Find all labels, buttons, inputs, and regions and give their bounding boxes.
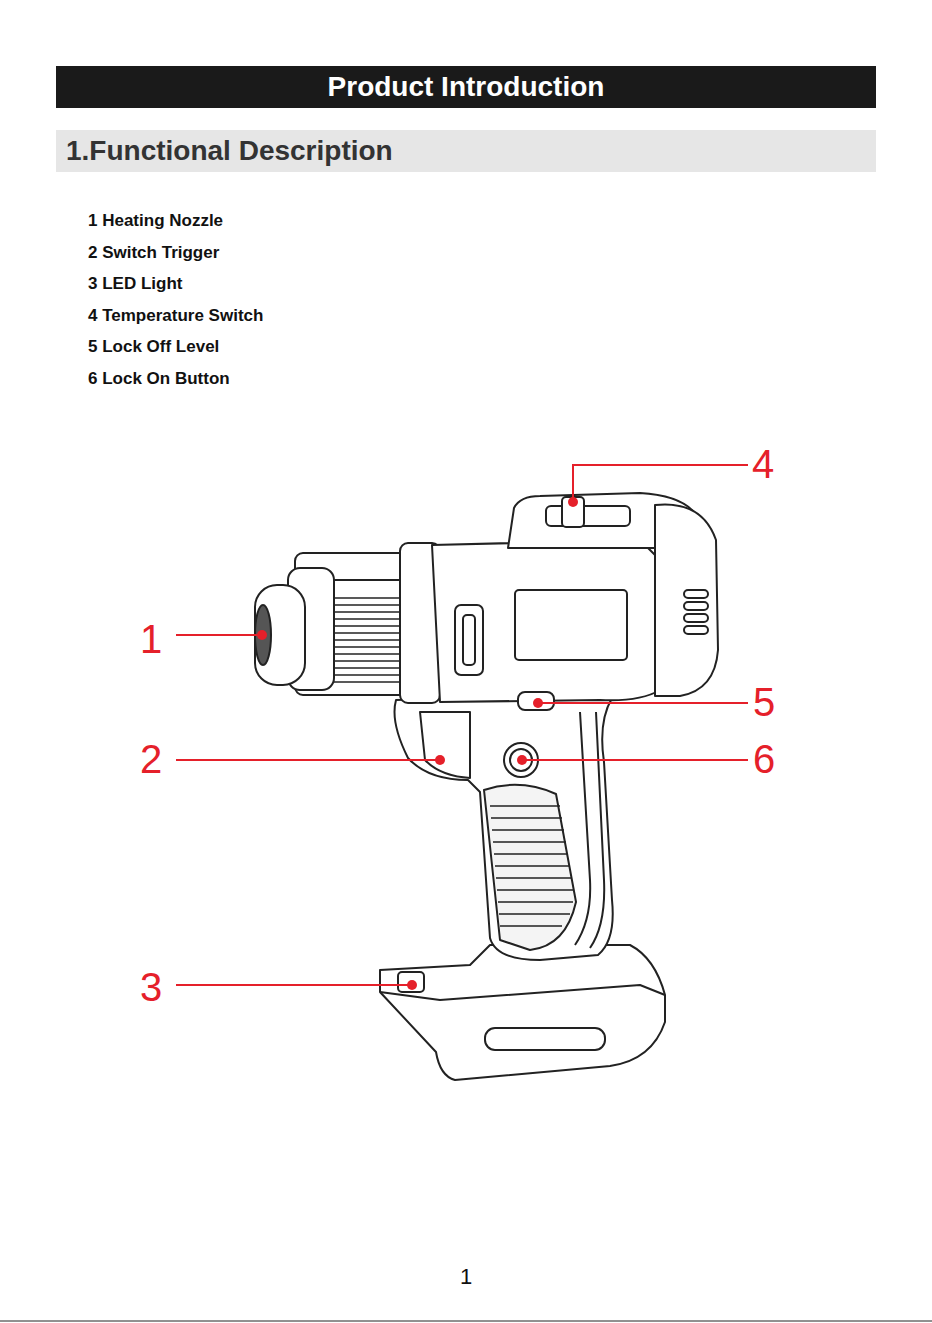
part-list-item: 1 Heating Nozzle xyxy=(88,212,223,231)
leader-line xyxy=(538,702,748,704)
leader-dot xyxy=(257,630,267,640)
leader-dot xyxy=(568,497,578,507)
callout-number: 5 xyxy=(753,680,775,724)
switch-trigger xyxy=(420,712,470,778)
side-slot-inner xyxy=(463,615,475,665)
callout-number: 3 xyxy=(140,965,162,1009)
leader-dot xyxy=(435,755,445,765)
leader-dot xyxy=(533,698,543,708)
vents xyxy=(684,590,708,634)
handle xyxy=(395,698,613,960)
rear-cap xyxy=(655,504,718,696)
leader-line xyxy=(522,759,748,761)
leader-dots xyxy=(257,497,578,990)
title-band: Product Introduction xyxy=(56,66,876,108)
section-band: 1.Functional Description xyxy=(56,130,876,172)
heat-gun-drawing xyxy=(255,493,718,1080)
body-window xyxy=(515,590,627,660)
nozzle-mesh xyxy=(255,605,271,665)
callout-number: 2 xyxy=(140,737,162,781)
page-number: 1 xyxy=(460,1265,472,1289)
leader-line xyxy=(176,984,412,986)
leader-line xyxy=(573,465,748,502)
grip xyxy=(484,785,576,950)
leader-dot xyxy=(407,980,417,990)
page-title: Product Introduction xyxy=(328,71,605,103)
part-list-item: 4 Temperature Switch xyxy=(88,307,263,326)
leader-line xyxy=(176,759,440,761)
grip-ridges xyxy=(490,806,573,926)
section-heading: 1.Functional Description xyxy=(66,135,393,167)
base-slot xyxy=(485,1028,605,1050)
page-rule xyxy=(0,1321,932,1322)
temperature-switch-slot xyxy=(546,506,630,526)
lock-off-lever xyxy=(518,692,554,710)
callout-number: 4 xyxy=(752,442,774,486)
callout-number: 6 xyxy=(753,737,775,781)
heating-nozzle xyxy=(255,585,305,685)
battery-base xyxy=(380,945,665,1080)
callout-number: 1 xyxy=(140,617,162,661)
part-list-item: 6 Lock On Button xyxy=(88,370,230,389)
part-list-item: 5 Lock Off Level xyxy=(88,338,219,357)
body xyxy=(432,540,660,702)
handle-trim xyxy=(575,712,590,945)
side-slot xyxy=(455,605,483,675)
part-list-item: 3 LED Light xyxy=(88,275,182,294)
leader-line xyxy=(176,634,262,636)
led-light xyxy=(398,972,424,992)
temperature-switch xyxy=(562,497,584,527)
handle-trim xyxy=(590,712,604,948)
leader-lines xyxy=(176,465,748,985)
leader-dot xyxy=(517,755,527,765)
part-list-item: 2 Switch Trigger xyxy=(88,244,219,263)
